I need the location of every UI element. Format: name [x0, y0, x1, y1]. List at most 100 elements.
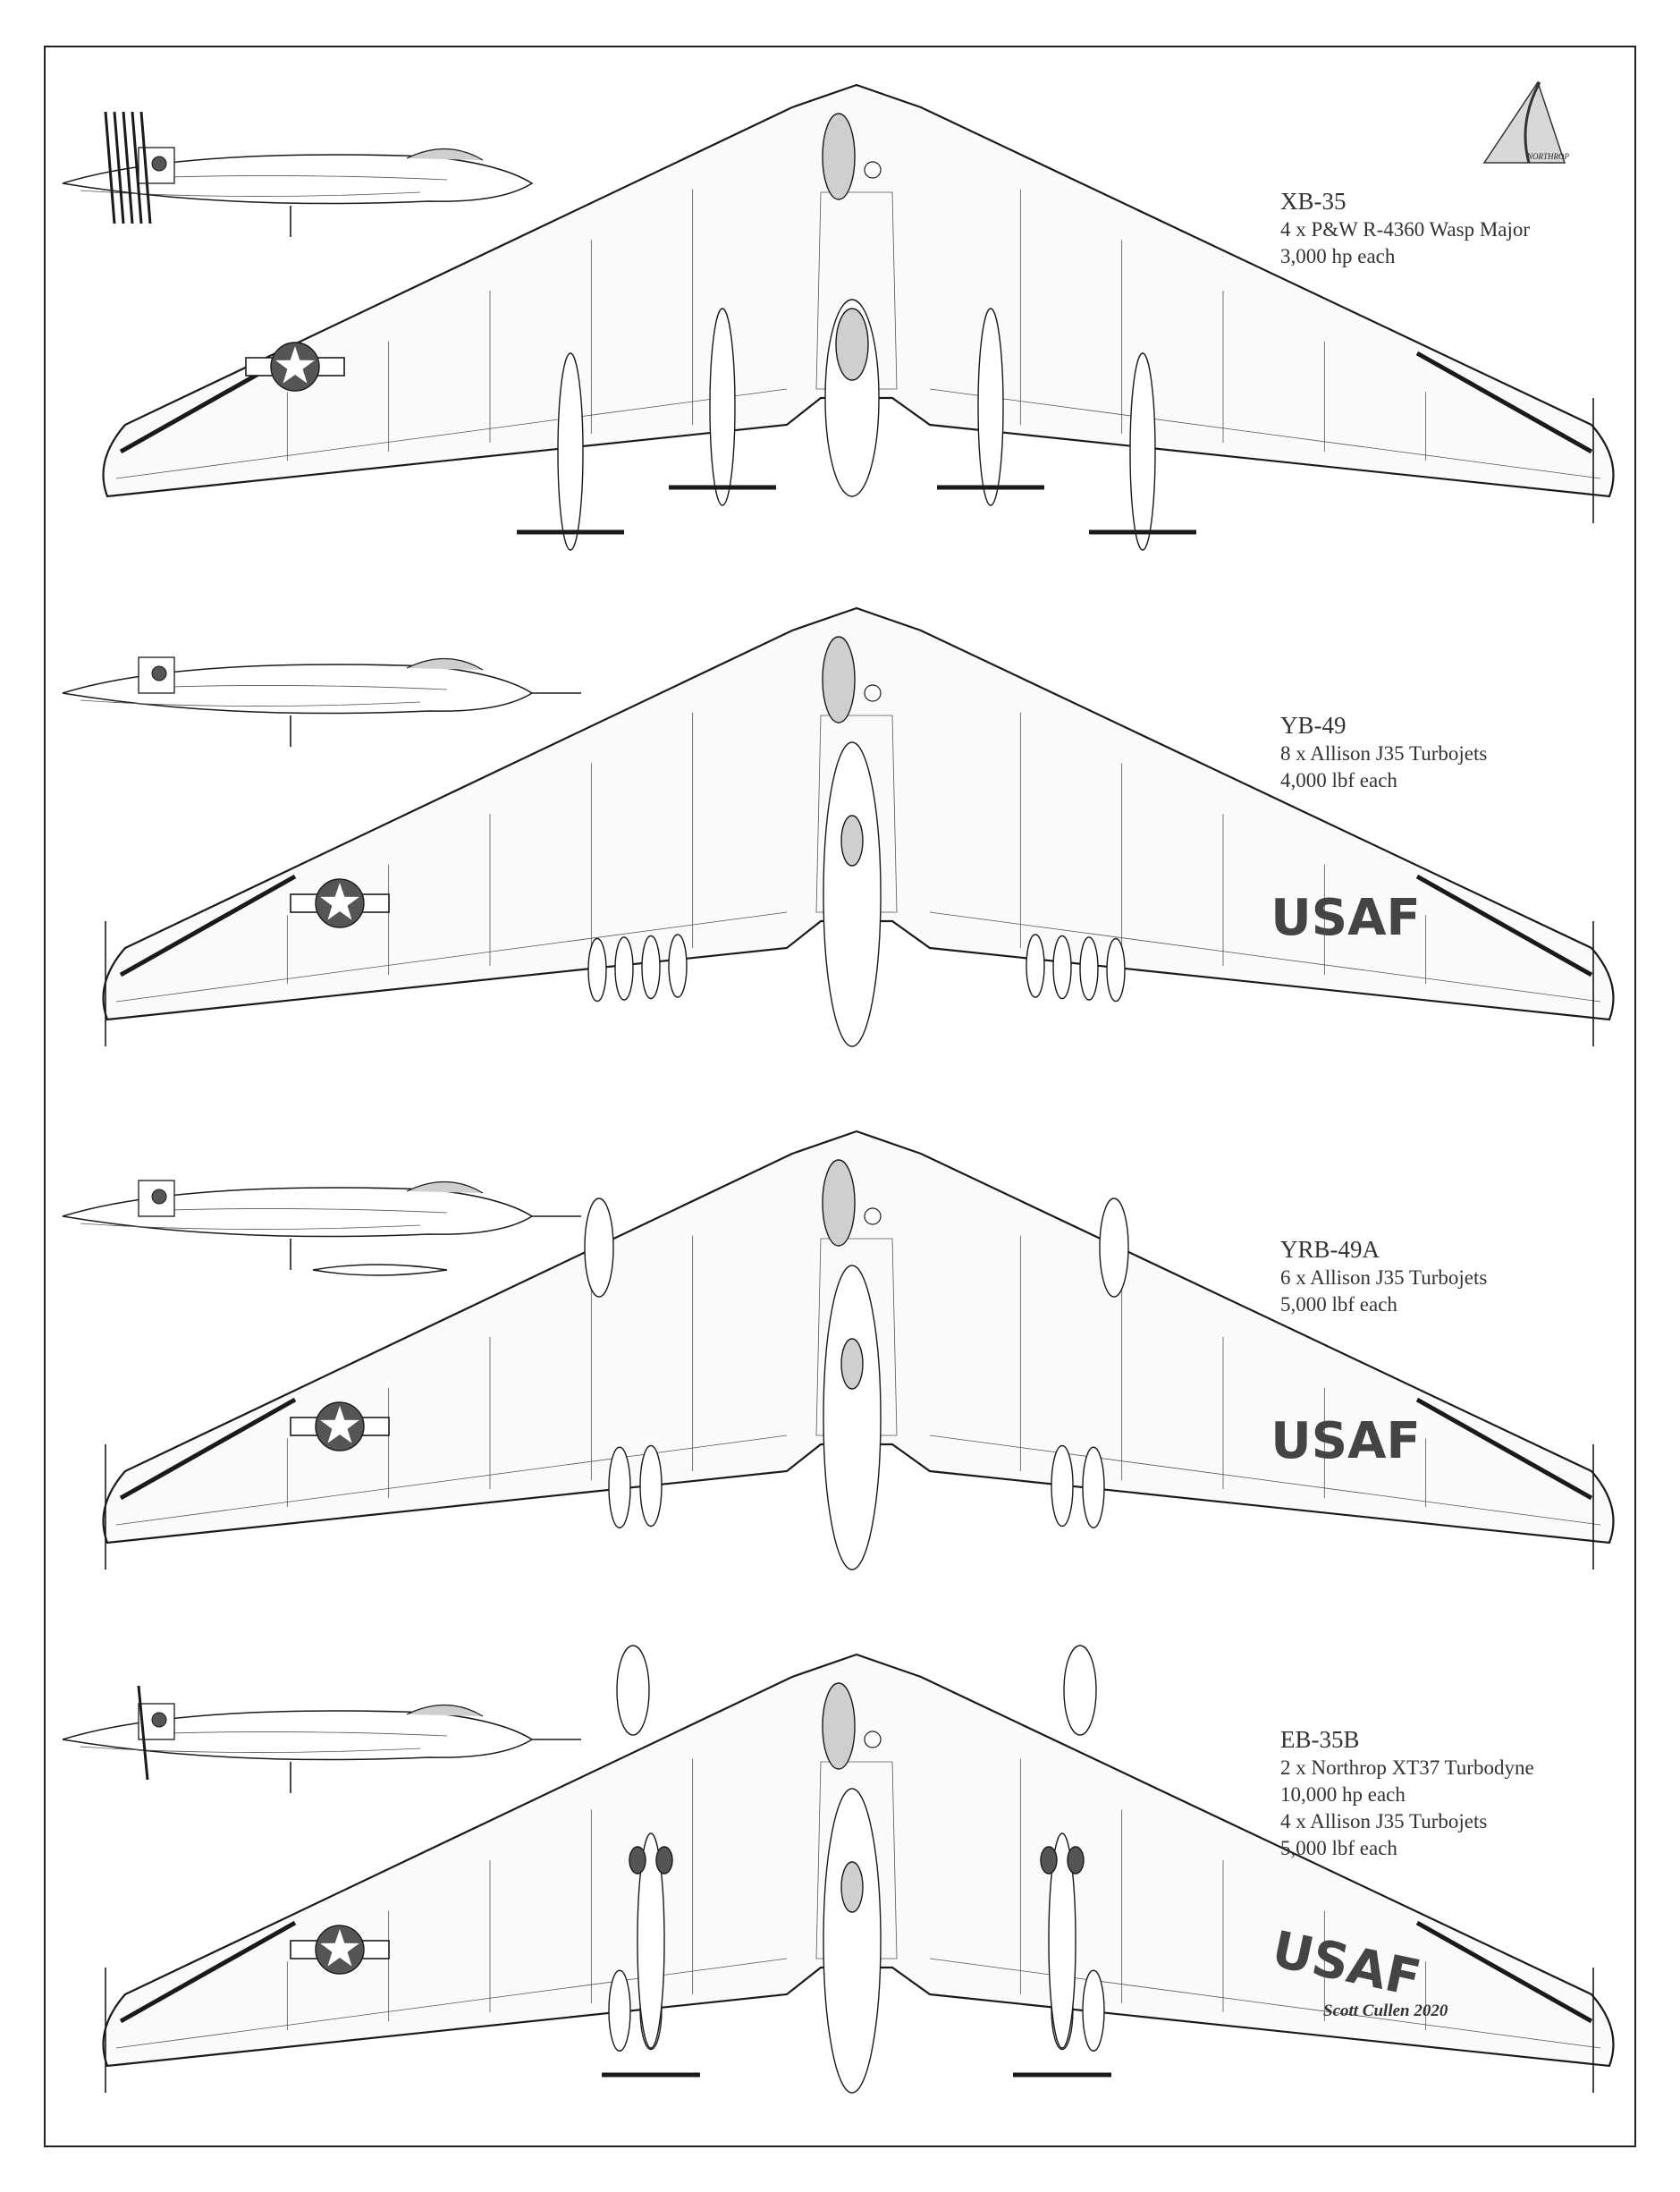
- wingtip-pod: [616, 1645, 650, 1736]
- side-canopy: [406, 1704, 484, 1717]
- national-insignia: [245, 342, 345, 392]
- intake: [1067, 1846, 1085, 1875]
- jet-exhaust: [1082, 1446, 1105, 1528]
- jet-exhaust: [641, 935, 661, 1000]
- usaf-marking: USAF: [1271, 1412, 1420, 1470]
- side-canopy: [406, 1181, 484, 1194]
- spec-block-0: XB-35 4 x P&W R-4360 Wasp Major 3,000 hp…: [1280, 186, 1530, 270]
- aircraft-name: XB-35: [1280, 188, 1347, 215]
- engine-nacelle: [977, 308, 1004, 506]
- jet-exhaust: [1026, 934, 1045, 998]
- engine-nacelle: [557, 352, 584, 551]
- jet-exhaust: [1052, 935, 1072, 1000]
- spec-line: 5,000 lbf each: [1280, 1293, 1397, 1316]
- intake: [1040, 1846, 1058, 1875]
- national-insignia: [290, 878, 390, 928]
- panel-line: [115, 911, 788, 1003]
- aircraft-view-xb-35: [62, 83, 1615, 551]
- side-propeller: [104, 111, 116, 224]
- side-panel-line: [142, 685, 448, 690]
- side-panel-line: [142, 175, 448, 181]
- side-canopy: [406, 657, 484, 671]
- turboprop-nacelle: [1048, 1832, 1076, 2049]
- centre-section: [815, 1238, 898, 1436]
- aircraft-view-yrb-49a: USAF: [62, 1130, 1615, 1570]
- panel-line: [929, 1958, 1601, 2049]
- side-pod: [312, 1264, 448, 1276]
- logo-wordmark: NORTHROP: [1526, 152, 1570, 161]
- fuselage-spine: [823, 1788, 882, 2094]
- jet-exhaust: [608, 1969, 631, 2052]
- side-view: [62, 1180, 581, 1276]
- artist-signature: Scott Cullen 2020: [1323, 2002, 1448, 2020]
- spec-block-1: YB-49 8 x Allison J35 Turbojets 4,000 lb…: [1280, 710, 1487, 794]
- spine-window: [840, 815, 864, 867]
- slot-left: [119, 1920, 297, 2024]
- jet-exhaust: [639, 1444, 663, 1528]
- spec-line: 4 x Allison J35 Turbojets: [1280, 1810, 1488, 1832]
- spec-line: 8 x Allison J35 Turbojets: [1280, 742, 1488, 765]
- side-panel-line: [80, 1746, 421, 1753]
- side-propeller: [137, 1685, 149, 1781]
- side-fuselage: [62, 154, 534, 205]
- usaf-marking: USAF: [1271, 889, 1420, 947]
- wing-pod: [1099, 1198, 1129, 1298]
- slot-right: [1415, 874, 1593, 978]
- astrodome: [864, 684, 882, 702]
- jet-exhaust: [587, 937, 607, 1003]
- side-view: [62, 111, 534, 237]
- insignia-star: [275, 346, 315, 384]
- spine-window: [840, 1861, 864, 1913]
- side-roundel: [151, 1189, 167, 1205]
- jet-exhaust: [614, 936, 634, 1001]
- astrodome: [864, 1207, 882, 1225]
- turboprop-nacelle: [637, 1832, 665, 2049]
- fuselage-spine: [823, 741, 882, 1047]
- logo-sail: [1482, 80, 1566, 164]
- centre-section: [815, 191, 898, 390]
- spec-line: 4,000 lbf each: [1280, 769, 1397, 791]
- panel-line: [929, 388, 1601, 479]
- sheet-border: [44, 46, 1636, 2147]
- side-roundel: [151, 156, 167, 172]
- spec-block-3: EB-35B 2 x Northrop XT37 Turbodyne 10,00…: [1280, 1724, 1534, 1862]
- side-propeller: [113, 111, 125, 224]
- national-insignia: [290, 1401, 390, 1451]
- slot-right: [1415, 1397, 1593, 1501]
- canopy: [822, 1159, 856, 1247]
- spec-line: 10,000 hp each: [1280, 1783, 1406, 1806]
- slot-right: [1415, 1920, 1593, 2024]
- astrodome: [864, 161, 882, 179]
- panel-line: [929, 911, 1601, 1003]
- panel-line: [929, 1435, 1601, 1526]
- aircraft-name: EB-35B: [1280, 1726, 1360, 1753]
- aircraft-name: YB-49: [1280, 712, 1347, 739]
- jet-exhaust: [1082, 1969, 1105, 2052]
- intake: [655, 1846, 673, 1875]
- spec-line: 5,000 lbf each: [1280, 1837, 1397, 1859]
- jet-exhaust: [608, 1446, 631, 1528]
- side-view: [62, 656, 581, 747]
- spec-line: 6 x Allison J35 Turbojets: [1280, 1266, 1488, 1289]
- side-roundel: [151, 665, 167, 681]
- spec-line: 4 x P&W R-4360 Wasp Major: [1280, 218, 1531, 241]
- canopy: [822, 636, 856, 724]
- jet-exhaust: [668, 934, 688, 998]
- spec-block-2: YRB-49A 6 x Allison J35 Turbojets 5,000 …: [1280, 1234, 1487, 1318]
- wingtip-pod: [1063, 1645, 1097, 1736]
- canopy: [822, 1682, 856, 1770]
- engine-nacelle: [1129, 352, 1156, 551]
- side-view: [62, 1685, 581, 1793]
- side-propeller: [122, 111, 134, 224]
- fuselage-spine: [823, 1265, 882, 1570]
- panel-line: [115, 388, 788, 479]
- astrodome: [864, 1731, 882, 1748]
- centre-section: [815, 715, 898, 913]
- side-propeller: [139, 111, 152, 224]
- wing-pod: [584, 1198, 614, 1298]
- centre-section: [815, 1761, 898, 1959]
- insignia-star: [320, 1929, 359, 1967]
- slot-left: [119, 1397, 297, 1501]
- panel-line: [115, 1958, 788, 2049]
